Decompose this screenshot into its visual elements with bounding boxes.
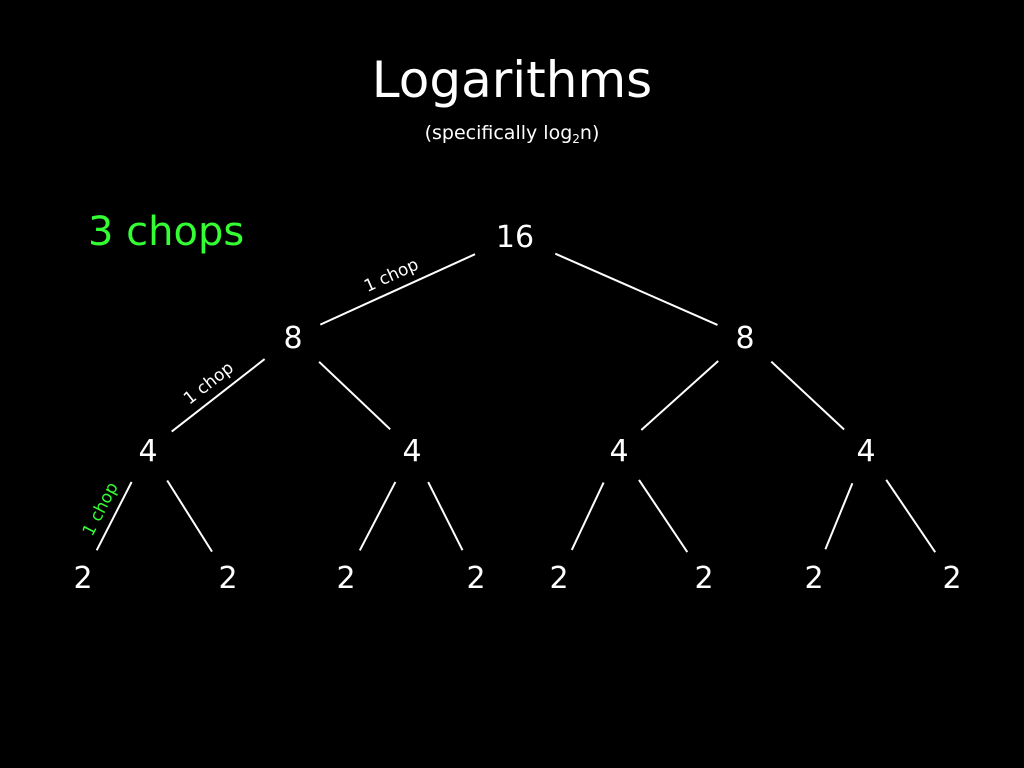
tree-edge-2-1-0 <box>358 481 397 551</box>
tree-node-3-2: 2 <box>336 561 355 596</box>
subtitle-prefix: (specifically log <box>424 122 573 144</box>
tree-node-3-3: 2 <box>466 561 485 596</box>
edge-label-chop-2: 1 chop <box>79 479 123 539</box>
tree-node-1-0: 8 <box>283 321 302 356</box>
tree-edge-2-3-1 <box>885 479 937 553</box>
tree-edge-1-1-0 <box>640 360 719 431</box>
tree-node-2-3: 4 <box>856 434 875 469</box>
slide-title: Logarithms <box>371 51 653 109</box>
tree-edge-2-1-1 <box>427 481 464 551</box>
tree-node-2-0: 4 <box>138 434 157 469</box>
tree-edges <box>95 252 937 553</box>
tree-edge-1-0-1 <box>318 361 391 431</box>
edge-label-chop-0: 1 chop <box>361 255 422 297</box>
tree-edge-2-0-0 <box>95 481 133 551</box>
tree-nodes: 16 8 8 4 4 4 4 2 2 2 2 2 2 2 2 <box>73 220 961 596</box>
tree-node-3-1: 2 <box>218 561 237 596</box>
tree-edge-0-0-0 <box>319 253 476 326</box>
tree-node-3-6: 2 <box>804 561 823 596</box>
tree-edge-1-1-1 <box>770 360 845 431</box>
tree-node-1-1: 8 <box>735 321 754 356</box>
subtitle-subscript: 2 <box>572 132 580 146</box>
chop-count-summary: 3 chops <box>88 209 245 255</box>
tree-node-3-0: 2 <box>73 561 92 596</box>
tree-edge-2-2-0 <box>570 482 605 551</box>
tree-node-0-0: 16 <box>496 220 534 255</box>
tree-node-2-1: 4 <box>402 434 421 469</box>
tree-edge-1-0-0 <box>171 358 266 433</box>
tree-edge-2-0-1 <box>166 479 213 553</box>
tree-edge-2-2-1 <box>638 479 689 553</box>
tree-node-3-7: 2 <box>942 561 961 596</box>
tree-node-3-4: 2 <box>549 561 568 596</box>
tree-edge-0-0-1 <box>554 252 718 326</box>
tree-node-3-5: 2 <box>694 561 713 596</box>
subtitle-suffix: n) <box>579 122 600 144</box>
tree-node-2-2: 4 <box>609 434 628 469</box>
tree-edge-2-3-0 <box>824 482 854 550</box>
slide-subtitle: (specifically log2n) <box>0 120 1024 152</box>
